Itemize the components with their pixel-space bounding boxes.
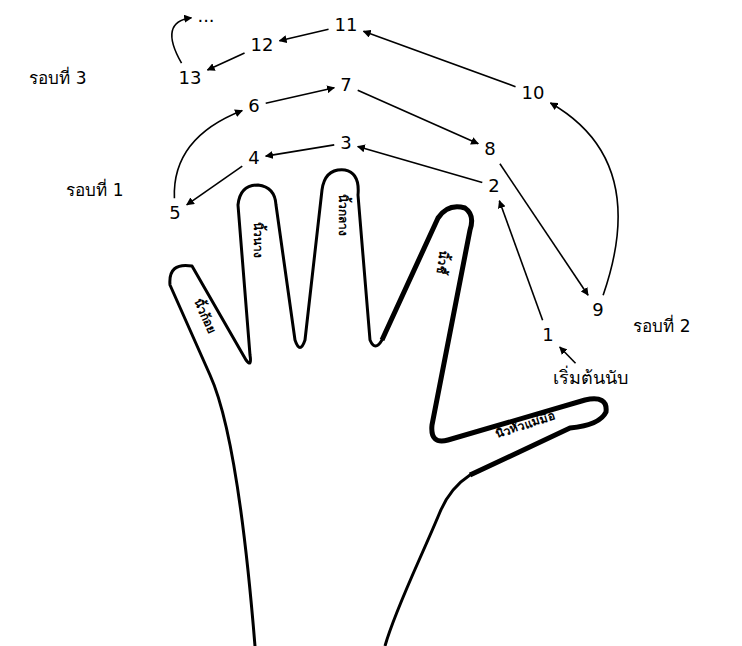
count-number: 3	[336, 130, 355, 156]
count-arrow	[358, 90, 479, 144]
count-arrow	[174, 111, 242, 199]
node-text: 2	[488, 175, 499, 196]
count-arrow	[550, 103, 618, 295]
count-arrow	[187, 166, 243, 205]
node-text: 4	[248, 147, 259, 168]
node-text: 13	[179, 67, 202, 88]
index-thumb-bold-outline	[382, 207, 606, 475]
count-arrow	[207, 53, 244, 70]
count-arrow	[266, 145, 335, 156]
node-text: เริ่มต้นนับ	[553, 367, 628, 388]
count-number: 13	[175, 65, 206, 91]
node-text: 7	[340, 74, 351, 95]
count-arrow	[279, 29, 328, 41]
round-label: รอบที่ 2	[633, 316, 690, 336]
count-number: 5	[165, 200, 184, 226]
count-arrow	[363, 31, 515, 86]
count-number: 6	[244, 93, 263, 119]
count-number: 9	[588, 297, 607, 323]
finger-name: นิ้วชี้	[433, 249, 451, 274]
count-number: 2	[484, 173, 503, 199]
count-arrow	[358, 146, 483, 182]
count-arrow	[172, 18, 192, 63]
round-label: รอบที่ 1	[66, 180, 123, 200]
node-text: 8	[484, 138, 495, 159]
finger-name: นิ้วนาง	[251, 222, 265, 258]
count-number: 11	[331, 12, 362, 38]
count-arrow	[500, 164, 588, 295]
start-label: เริ่มต้นนับ	[549, 365, 632, 391]
node-text: 9	[592, 299, 603, 320]
count-arrow	[266, 88, 335, 104]
count-number: 4	[244, 145, 263, 171]
count-number: 7	[336, 72, 355, 98]
node-text: 5	[169, 202, 180, 223]
node-text: 11	[335, 14, 358, 35]
count-number: 10	[518, 80, 549, 106]
count-number: 8	[480, 136, 499, 162]
count-arrow	[560, 347, 576, 363]
node-text: 1	[542, 324, 553, 345]
node-text: 3	[340, 132, 351, 153]
finger-name: นิ้วก้อย	[191, 297, 219, 336]
count-number: 12	[247, 32, 278, 58]
node-text: 10	[522, 82, 545, 103]
node-text: ...	[197, 5, 214, 26]
node-text: 12	[251, 34, 274, 55]
count-number: ...	[193, 3, 218, 29]
finger-name: นิ้วกลาง	[336, 194, 350, 236]
hand-outline	[170, 170, 606, 646]
node-text: 6	[248, 95, 259, 116]
count-number: 1	[538, 322, 557, 348]
round-label: รอบที่ 3	[29, 68, 86, 88]
